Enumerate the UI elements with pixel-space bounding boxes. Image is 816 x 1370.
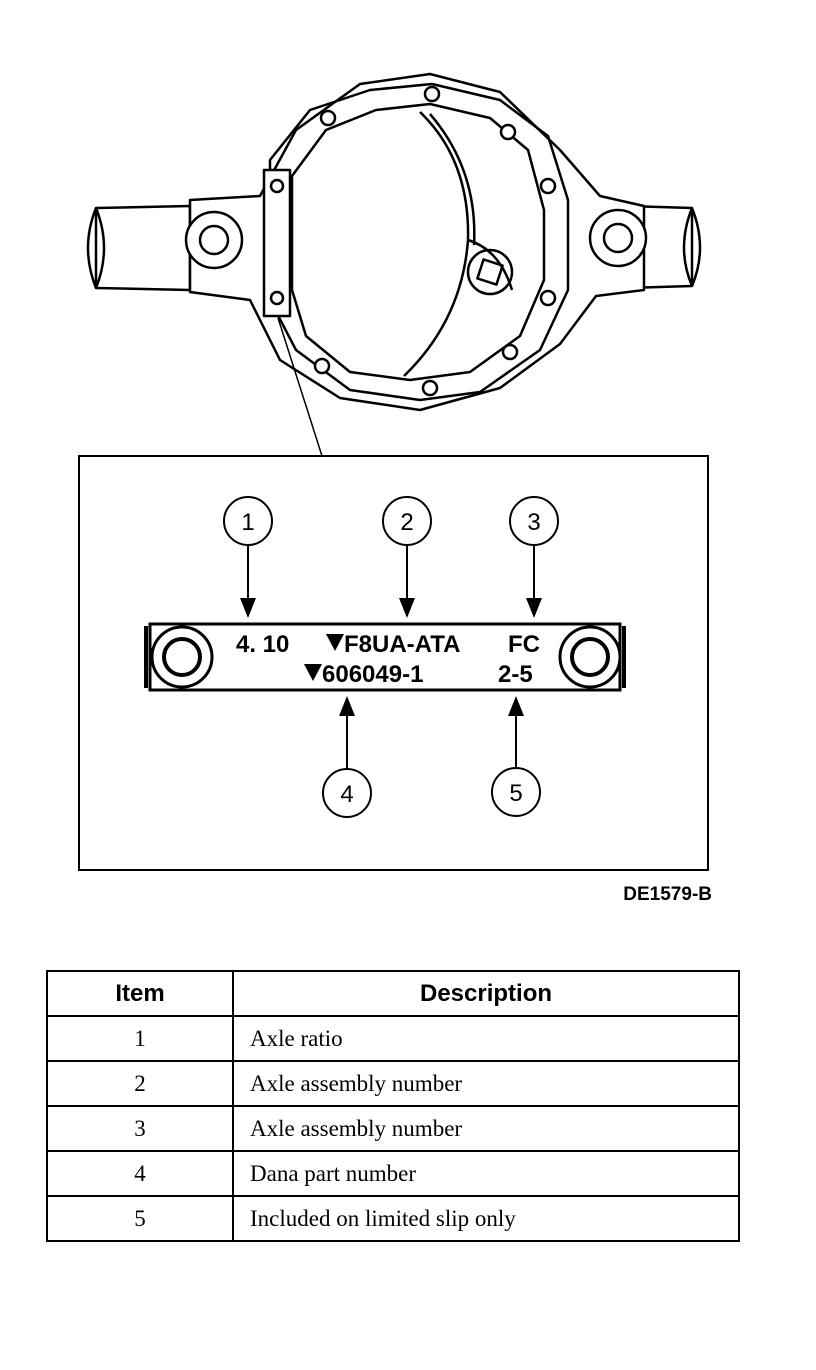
legend-item-number: 3 (46, 1105, 234, 1152)
tag-dana-part-number: 606049-1 (322, 661, 423, 688)
svg-text:2: 2 (400, 509, 413, 536)
legend-item-number: 5 (46, 1195, 234, 1242)
legend-item-number: 1 (46, 1015, 234, 1062)
detail-leader (277, 317, 323, 457)
tag-limited-slip: 2-5 (498, 661, 533, 688)
callout-2: 2 (382, 496, 432, 618)
tag-plate: 4. 10 F8UA-ATA FC 606049-1 2-5 (144, 622, 626, 692)
legend-header-row: Item Description (46, 970, 740, 1017)
cover-flange (268, 82, 570, 402)
cover-bolts (313, 85, 557, 397)
legend-item-description: Included on limited slip only (232, 1195, 740, 1242)
callout-3: 3 (509, 496, 559, 618)
svg-text:3: 3 (527, 509, 540, 536)
triangle-icon (326, 634, 344, 651)
legend-item-description: Axle assembly number (232, 1105, 740, 1152)
tag-assembly-number: F8UA-ATA (344, 631, 460, 658)
table-row: 3 Axle assembly number (46, 1105, 740, 1152)
legend-item-description: Axle assembly number (232, 1060, 740, 1107)
tag-fc-code: FC (508, 631, 540, 658)
callout-4: 4 (322, 696, 372, 818)
svg-text:4: 4 (340, 781, 353, 808)
legend-item-number: 4 (46, 1150, 234, 1197)
table-row: 2 Axle assembly number (46, 1060, 740, 1107)
triangle-icon (304, 664, 322, 681)
legend-table: Item Description 1 Axle ratio 2 Axle ass… (46, 970, 740, 1242)
svg-text:5: 5 (509, 780, 522, 807)
figure-id: DE1579-B (623, 884, 712, 905)
differential-housing (86, 72, 702, 412)
legend-header-description: Description (232, 970, 740, 1017)
axle-diagram: 4. 10 F8UA-ATA FC 606049-1 2-5 1 2 3 4 5 (78, 72, 709, 871)
legend-item-description: Axle ratio (232, 1015, 740, 1062)
housing-body (188, 72, 646, 412)
svg-text:1: 1 (241, 509, 254, 536)
tag-axle-ratio: 4. 10 (236, 631, 289, 658)
left-axle-tube (94, 204, 192, 292)
table-row: 5 Included on limited slip only (46, 1195, 740, 1242)
table-row: 1 Axle ratio (46, 1015, 740, 1062)
legend-item-number: 2 (46, 1060, 234, 1107)
table-row: 4 Dana part number (46, 1150, 740, 1197)
legend-header-item: Item (46, 970, 234, 1017)
legend-item-description: Dana part number (232, 1150, 740, 1197)
cover-inner (290, 102, 546, 382)
callout-1: 1 (223, 496, 273, 618)
callout-5: 5 (491, 696, 541, 817)
